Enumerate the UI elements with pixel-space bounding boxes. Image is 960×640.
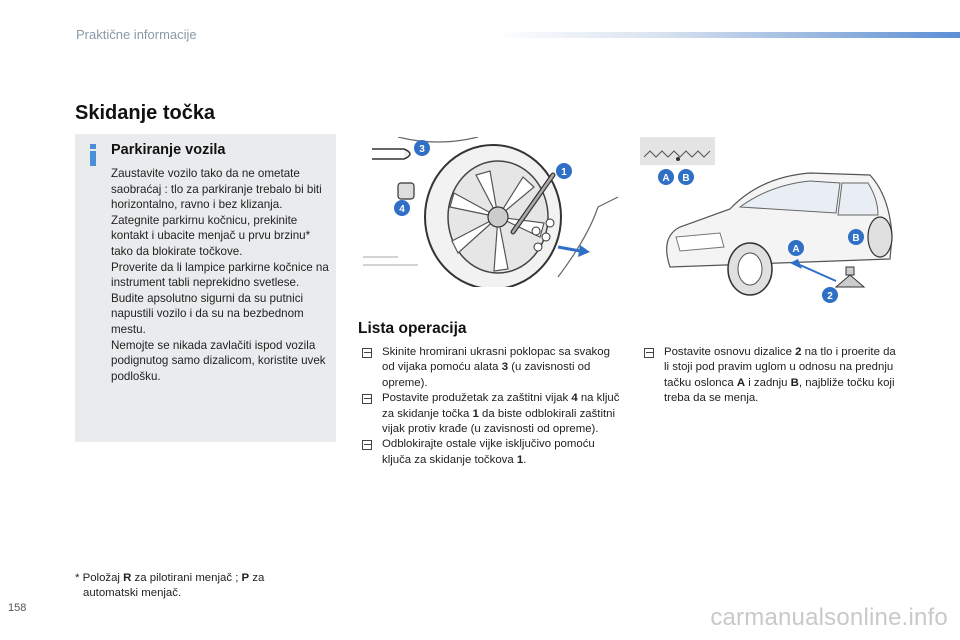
- callout-3: 3: [419, 144, 425, 155]
- checkbox-icon: [644, 348, 654, 358]
- operations-list-col2: Postavite osnovu dizalice 2 na tlo i pro…: [640, 345, 902, 407]
- section-title: Skidanje točka: [75, 102, 216, 124]
- callout-A-car: A: [792, 244, 799, 255]
- callout-badges: [394, 140, 572, 216]
- callout-B-car: B: [852, 233, 859, 244]
- info-paragraph: Budite apsolutno sigurni da su putnici n…: [111, 291, 304, 336]
- operations-title: Lista operacija: [358, 320, 467, 337]
- callout-4: 4: [399, 204, 405, 215]
- checkbox-icon: [362, 440, 372, 451]
- callout-1: 1: [561, 167, 567, 178]
- checkbox-icon: [362, 394, 372, 405]
- car-jack-illustration: A B A B 2: [640, 137, 900, 305]
- page-number: 158: [8, 602, 27, 614]
- checkbox-icon: [362, 348, 372, 358]
- operation-item: Skinite hromirani ukrasni poklopac sa sv…: [358, 345, 620, 391]
- info-paragraph: Proverite da li lampice parkirne kočnice…: [111, 260, 329, 290]
- header-gradient-bar: [490, 32, 960, 38]
- info-icon: [90, 144, 96, 166]
- info-box: Parkiranje vozila Zaustavite vozilo tako…: [75, 134, 336, 442]
- footnote: * Položaj R za pilotirani menjač ; P za …: [75, 572, 265, 600]
- watermark: carmanualsonline.info: [710, 604, 948, 631]
- operation-item: Odblokirajte ostale vijke isključivo pom…: [358, 437, 620, 468]
- operation-item: Postavite osnovu dizalice 2 na tlo i pro…: [640, 345, 902, 407]
- chapter-header: Praktične informacije: [76, 27, 197, 42]
- callout-2: 2: [827, 291, 833, 302]
- operations-list-col1: Skinite hromirani ukrasni poklopac sa sv…: [358, 345, 620, 468]
- info-box-body: Zaustavite vozilo tako da ne ometate sao…: [111, 166, 331, 384]
- callout-B-top: B: [682, 173, 689, 184]
- info-paragraph: Zaustavite vozilo tako da ne ometate sao…: [111, 167, 322, 258]
- wheel-wrench-illustration: 3 1 4: [358, 137, 620, 287]
- callout-A-top: A: [662, 173, 669, 184]
- operation-item: Postavite produžetak za zaštitni vijak 4…: [358, 391, 620, 437]
- info-paragraph: Nemojte se nikada zavlačiti ispod vozila…: [111, 338, 326, 383]
- info-box-title: Parkiranje vozila: [111, 142, 226, 158]
